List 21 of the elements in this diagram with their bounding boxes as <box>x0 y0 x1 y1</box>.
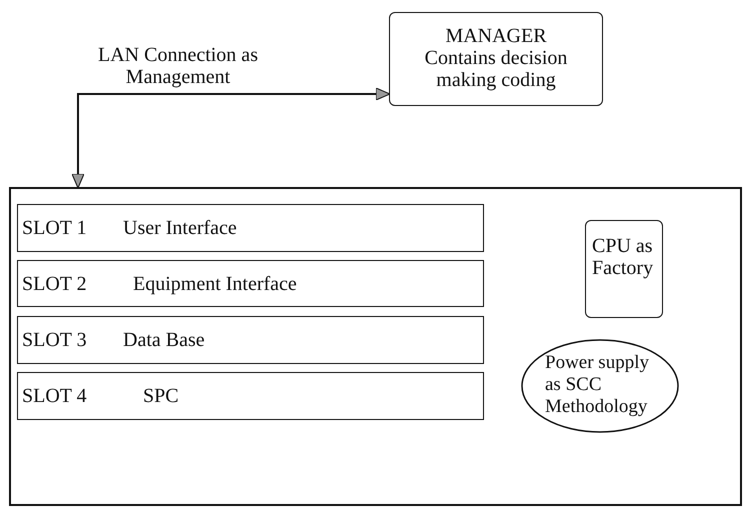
slot-label: SLOT 3 <box>22 329 87 351</box>
ellipse-text: Power supply as SCC Methodology <box>545 352 650 418</box>
slot-label: SLOT 4 <box>22 385 87 407</box>
cpu-box <box>585 220 663 318</box>
slot-label: SLOT 1 <box>22 217 87 239</box>
slot-function: Equipment Interface <box>133 273 297 295</box>
slot-box <box>17 260 484 307</box>
box-description: Contains decision making coding <box>424 47 568 91</box>
slot-function: User Interface <box>123 217 237 239</box>
manager-box <box>389 12 603 106</box>
chassis-box <box>9 187 742 506</box>
slot-label: SLOT 2 <box>22 273 87 295</box>
double-arrow <box>72 88 390 188</box>
box-text: CPU as Factory <box>592 235 654 279</box>
slot-function: SPC <box>143 385 179 407</box>
slot-box <box>17 204 484 252</box>
slot-box <box>17 316 484 364</box>
power-supply-ellipse <box>521 339 679 433</box>
slot-function: Data Base <box>123 329 205 351</box>
slot-box <box>17 372 484 420</box>
box-heading: MANAGER <box>444 25 548 47</box>
